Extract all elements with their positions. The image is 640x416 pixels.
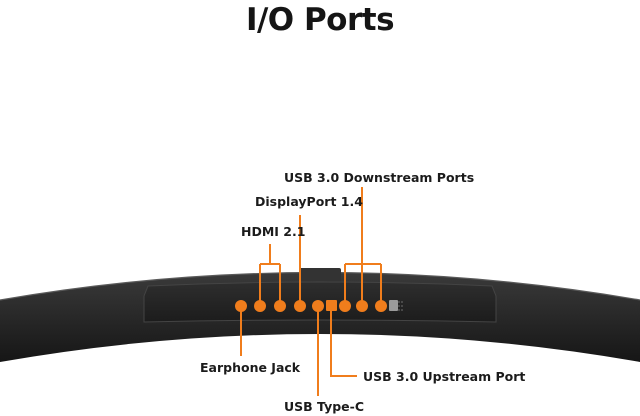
usb-upstream-label: USB 3.0 Upstream Port <box>363 369 525 384</box>
usb-downstream-port-marker-1 <box>339 300 351 312</box>
displayport-marker <box>294 300 306 312</box>
usb-downstream-label: USB 3.0 Downstream Ports <box>284 170 474 185</box>
usb-c-label: USB Type-C <box>284 399 364 414</box>
vent-right <box>398 301 403 311</box>
hdmi-port-marker-2 <box>274 300 286 312</box>
usb-c-port-marker <box>312 300 324 312</box>
hdmi-label: HDMI 2.1 <box>241 224 305 239</box>
earphone-port-marker <box>235 300 247 312</box>
hdmi-leader <box>259 244 281 306</box>
usb-downstream-port-marker-2 <box>356 300 368 312</box>
displayport-label: DisplayPort 1.4 <box>255 194 363 209</box>
earphone-label: Earphone Jack <box>200 360 301 375</box>
page-title: I/O Ports <box>245 2 395 38</box>
hdmi-port-marker-1 <box>254 300 266 312</box>
usb-downstream-port-marker-3 <box>375 300 387 312</box>
usb-upstream-port-marker <box>326 300 337 311</box>
usb-upstream-leader <box>330 306 357 377</box>
usb-downstream-leader <box>344 187 382 306</box>
lock-slot <box>389 300 398 311</box>
